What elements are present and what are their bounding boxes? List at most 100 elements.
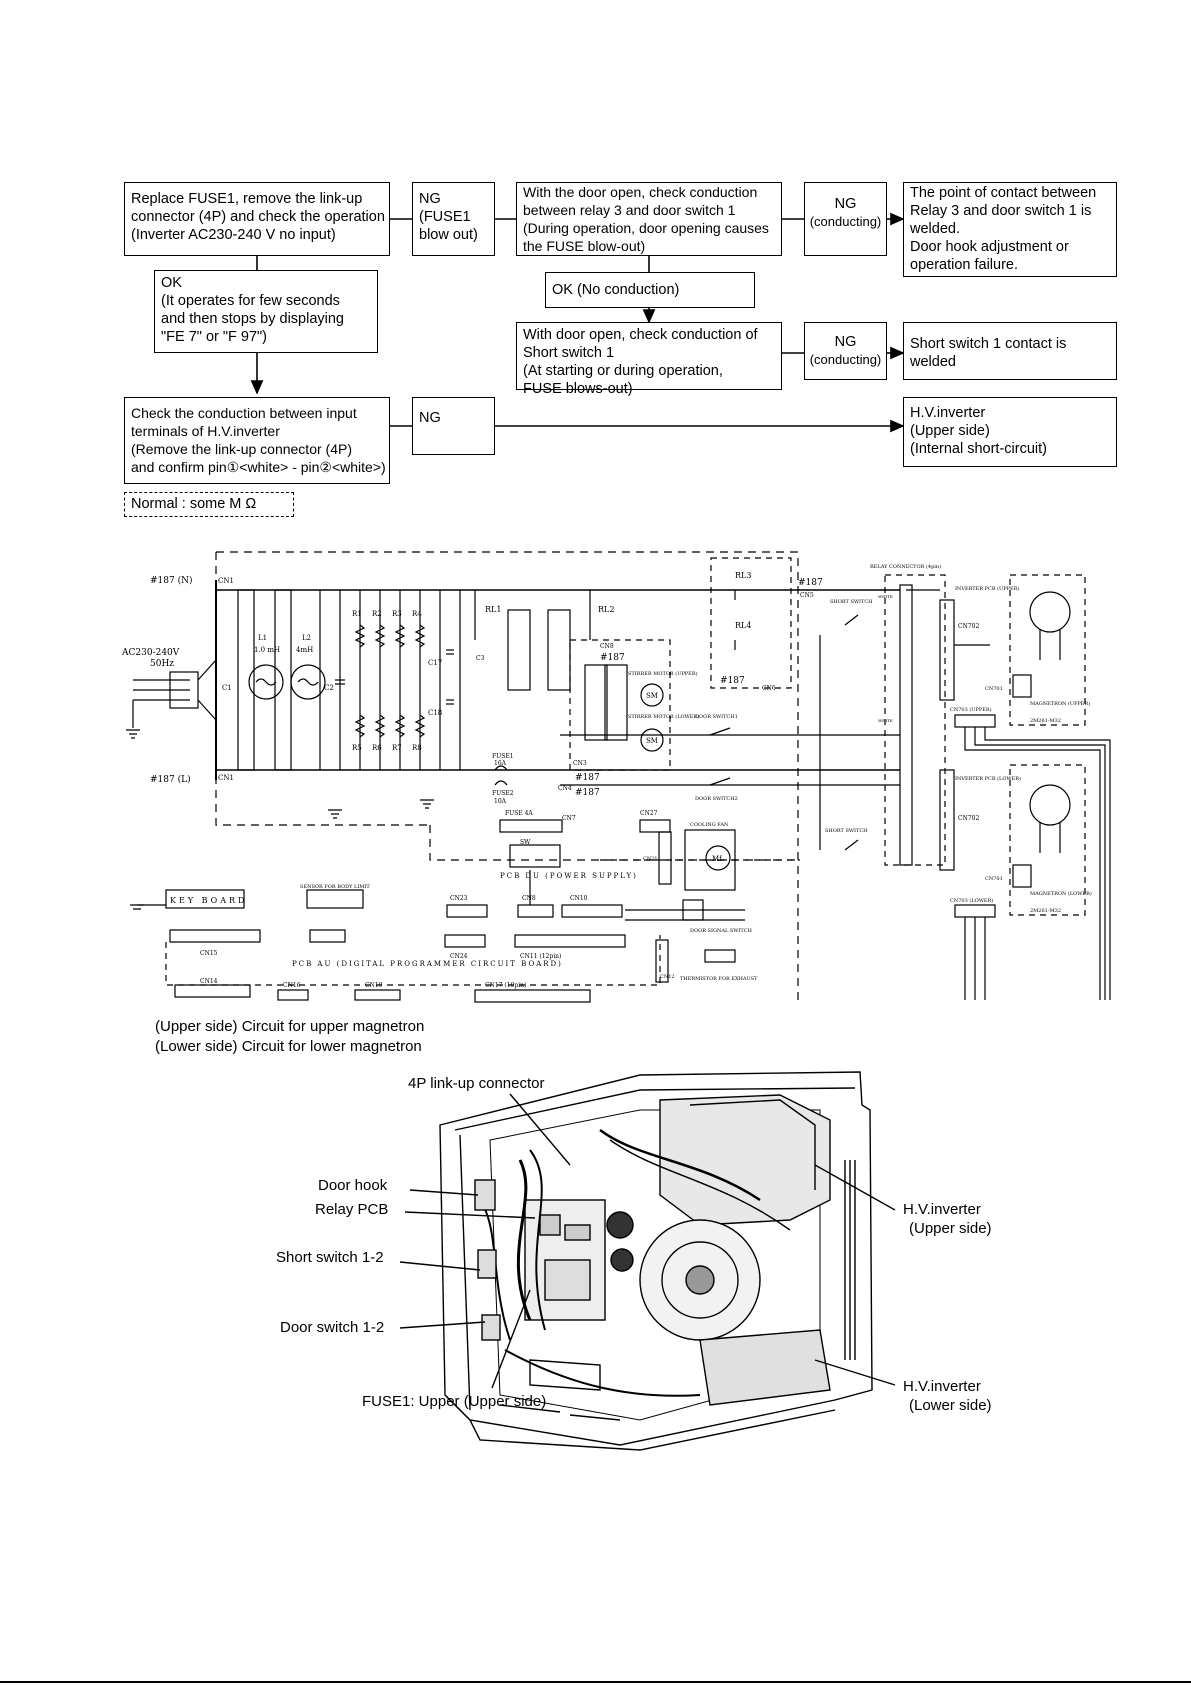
label-cn24: CN24: [450, 953, 468, 960]
label-ac: AC230-240V: [121, 648, 180, 658]
text-line: (Upper side): [910, 423, 990, 439]
leader-door-switch: [399, 1321, 486, 1329]
label-rl3: RL3: [735, 571, 751, 580]
ng-conducting-box-2: NG (conducting): [804, 322, 887, 380]
text-line: (Remove the link-up connector (4P): [131, 441, 352, 457]
relay-welded-result-box: The point of contact between Relay 3 and…: [903, 182, 1117, 277]
label-r7: R7: [392, 744, 402, 752]
normal-resistance-note: Normal : some M Ω: [124, 492, 294, 517]
short-switch-check-box: With door open, check conduction of Shor…: [516, 322, 782, 397]
label-short-switch1: SHORT SWITCH: [830, 599, 873, 605]
hv-inverter-check-box: Check the conduction between input termi…: [124, 397, 390, 484]
leader-hv-upper: [814, 1164, 896, 1211]
text-line: Short switch 1 contact is: [910, 336, 1067, 352]
label-187-rl4: #187: [720, 676, 745, 686]
label-door-switch1: DOOR SWITCH1: [695, 714, 738, 720]
label-r5: R5: [352, 744, 362, 752]
text-line: (FUSE1: [419, 209, 471, 225]
text-line: (During operation, door opening causes: [523, 220, 769, 236]
text-line: terminals of H.V.inverter: [131, 423, 280, 439]
label-fuse4: FUSE 4A: [505, 810, 533, 817]
label-cn703-upper: CN703 (UPPER): [950, 706, 992, 713]
text-line: Door hook adjustment or: [910, 239, 1069, 255]
label-c3: C3: [476, 655, 485, 662]
label-cn701-lower: CN701: [985, 876, 1003, 882]
label-fuse1: FUSE1: [492, 753, 514, 760]
label-cn703-lower: CN703 (LOWER): [950, 897, 993, 904]
text-line: NG: [834, 196, 857, 212]
label-cn5: CN5: [800, 592, 814, 599]
text-line: H.V.inverter: [903, 1201, 981, 1218]
text-line: (At starting or during operation,: [523, 363, 723, 379]
label-187-cn8: #187: [600, 653, 625, 663]
label-l187: #187 (L): [150, 774, 191, 785]
label-cn1: CN1: [218, 577, 234, 585]
label-l1v: 1.0 mH: [254, 646, 280, 654]
label-r3: R3: [392, 610, 402, 618]
text-line: connector (4P) and check the operation: [131, 209, 385, 225]
text-line: With the door open, check conduction: [523, 184, 758, 200]
ng-box-4: NG: [412, 397, 495, 455]
text-line: "FE 7" or "F 97"): [161, 329, 268, 345]
label-cn10: CN10: [570, 895, 588, 902]
label-cn21: CN21: [643, 856, 658, 862]
text-line: OK: [161, 275, 182, 291]
label-cn7: CN7: [562, 815, 576, 822]
text-line: H.V.inverter: [903, 1378, 981, 1395]
callout-relay-pcb: Relay PCB: [315, 1201, 389, 1218]
label-cn14: CN14: [200, 978, 218, 985]
label-cn16: CN16: [283, 982, 301, 989]
label-sm-upper: SM: [646, 692, 658, 700]
text-line: and confirm pin①<white> - pin②<white>): [131, 459, 386, 475]
label-cn1b: CN1: [218, 774, 234, 782]
label-cn702-upper: CN702: [958, 623, 979, 630]
text-line: and then stops by displaying: [161, 311, 344, 327]
label-magnetron-model-lower: 2M261-M32: [1030, 908, 1061, 914]
text-line: (Lower side): [909, 1397, 992, 1414]
label-cn27: CN27: [640, 810, 658, 817]
caption-lower-side: (Lower side) Circuit for lower magnetron: [155, 1038, 422, 1055]
ok-no-conduction-box: OK (No conduction): [545, 272, 755, 308]
label-sw: SW: [520, 839, 531, 846]
label-cn11: CN11 (12pin): [520, 953, 561, 960]
label-white-1: WHITE: [878, 594, 893, 599]
text-line: (It operates for few seconds: [161, 293, 340, 309]
callout-door-hook: Door hook: [318, 1177, 388, 1194]
label-hz: 50Hz: [150, 659, 174, 669]
label-magnetron-lower: MAGNETRON (LOWER): [1030, 890, 1092, 897]
label-white-2: WHITE: [878, 718, 893, 723]
label-rl1: RL1: [485, 605, 501, 614]
ng-fuse-blow-box: NG (FUSE1 blow out): [412, 182, 495, 256]
callout-short-switch: Short switch 1-2: [276, 1249, 384, 1266]
replace-fuse-box: Replace FUSE1, remove the link-up connec…: [124, 182, 390, 256]
text-line: Relay 3 and door switch 1 is: [910, 203, 1092, 219]
label-cn8b: CN8: [522, 895, 536, 902]
text-line: H.V.inverter: [910, 405, 986, 421]
label-rl2: RL2: [598, 605, 614, 614]
label-c2: C2: [324, 684, 334, 692]
label-pcb-du: PCB DU (POWER SUPPLY): [500, 872, 638, 880]
label-stirrer-lower: STIRRER MOTOR (LOWER): [628, 713, 699, 720]
leader-hv-lower: [814, 1359, 896, 1386]
label-door-signal: DOOR SIGNAL SWITCH: [690, 928, 753, 934]
label-fuse1v: 16A: [494, 760, 507, 767]
label-sensor: SENSOR FOR BODY LIMIT: [300, 884, 370, 890]
text-line: welded: [910, 354, 956, 370]
ok-stops-box: OK (It operates for few seconds and then…: [154, 270, 378, 353]
text-line: NG: [834, 334, 857, 350]
label-cn23: CN23: [450, 895, 468, 902]
leader-relay-pcb: [404, 1211, 536, 1219]
label-fuse2: FUSE2: [492, 790, 514, 797]
text-line: operation failure.: [910, 257, 1019, 273]
label-l1: L1: [258, 634, 267, 642]
callout-door-switch: Door switch 1-2: [280, 1319, 385, 1336]
text-line: The point of contact between: [910, 185, 1097, 201]
label-mf: Mf: [712, 855, 723, 863]
label-inverter-upper: INVERTER PCB (UPPER): [955, 585, 1019, 592]
label-cooling-fan: COOLING FAN: [690, 822, 729, 828]
callout-hv-upper: H.V.inverter (Upper side): [903, 1200, 992, 1238]
label-cn701-upper: CN701: [985, 686, 1003, 692]
label-cn15: CN15: [200, 950, 218, 957]
hv-inverter-result-box: H.V.inverter (Upper side) (Internal shor…: [903, 397, 1117, 467]
label-fuse2v: 10A: [494, 798, 507, 805]
